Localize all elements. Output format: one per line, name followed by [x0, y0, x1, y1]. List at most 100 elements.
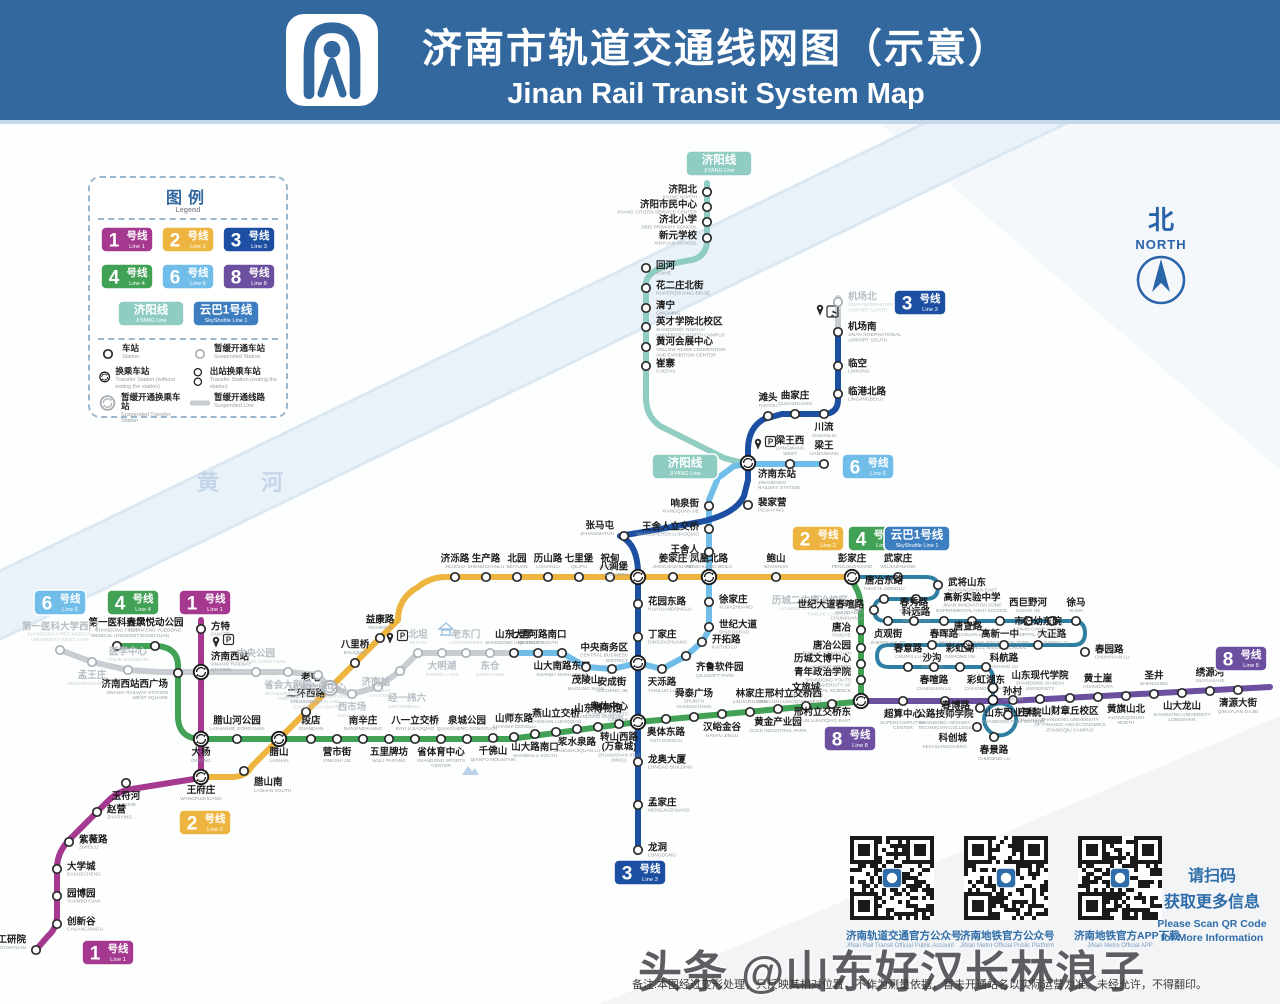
- svg-text:云巴1号线: 云巴1号线: [199, 303, 252, 317]
- svg-text:XUMA: XUMA: [1069, 608, 1084, 614]
- svg-text:MAOLING SHAN: MAOLING SHAN: [568, 686, 605, 692]
- svg-text:QILIPU: QILIPU: [571, 564, 587, 570]
- svg-text:4: 4: [115, 594, 126, 615]
- svg-text:川流: 川流: [813, 421, 834, 433]
- svg-text:SHANDONG XIANDAI: SHANDONG XIANDAI: [1016, 681, 1064, 687]
- qr-caption-zh: 济南轨道交通官方公众号: [846, 930, 962, 942]
- header-strip: [0, 120, 1280, 124]
- svg-text:JIBEI PRIMARY SCHOOL: JIBEI PRIMARY SCHOOL: [641, 225, 697, 231]
- svg-text:青年政治学院: 青年政治学院: [794, 666, 852, 678]
- svg-text:BAYI LIJIAOQIAO: BAYI LIJIAOQIAO: [396, 726, 435, 732]
- station-label: 工研院GONGYANYUAN: [0, 934, 27, 951]
- svg-text:TANGYE: TANGYE: [832, 633, 851, 639]
- svg-text:XISHICHANG: XISHICHANG: [337, 713, 367, 719]
- svg-text:孙村: 孙村: [1003, 685, 1023, 697]
- svg-text:科创城: 科创城: [938, 732, 967, 744]
- svg-text:舜泰广场: 舜泰广场: [675, 687, 714, 699]
- svg-text:Line 6: Line 6: [870, 471, 886, 477]
- svg-text:中央公园: 中央公园: [237, 648, 275, 660]
- svg-text:YIXUE ZHONGXIN: YIXUE ZHONGXIN: [107, 657, 149, 663]
- svg-text:唐宣路: 唐宣路: [954, 621, 983, 633]
- scan-zh-2: 获取更多信息: [1163, 894, 1260, 911]
- svg-text:SHANDONG POLYTECHNIC: SHANDONG POLYTECHNIC: [982, 719, 1045, 725]
- svg-text:春晖路: 春晖路: [929, 628, 959, 640]
- svg-text:科远路: 科远路: [902, 606, 931, 618]
- metro-line-sky: [850, 575, 1087, 707]
- svg-text:THEATRE: THEATRE: [277, 696, 299, 702]
- svg-text:安成街: 安成街: [598, 676, 627, 688]
- svg-text:春喧路: 春喧路: [919, 674, 949, 686]
- pbox-icon: P: [764, 435, 777, 448]
- airport-icon: [826, 305, 839, 318]
- svg-text:号线: 号线: [188, 266, 209, 279]
- svg-text:庄科: 庄科: [1018, 706, 1038, 718]
- legend-divider: [98, 338, 278, 340]
- svg-text:SHENGCHANLU: SHENGCHANLU: [468, 564, 505, 570]
- pin-icon: [212, 636, 220, 648]
- svg-text:千佛山: 千佛山: [479, 745, 508, 757]
- svg-text:JIYANG Line: JIYANG Line: [669, 471, 700, 477]
- svg-text:山大南路东口: 山大南路东口: [533, 660, 590, 672]
- svg-text:XINGCUN LIJIAOQIAO EAST: XINGCUN LIJIAOQIAO EAST: [787, 718, 851, 724]
- svg-text:CHUNXUAN LU: CHUNXUAN LU: [917, 686, 952, 692]
- svg-text:济北小学: 济北小学: [659, 213, 698, 225]
- svg-text:五里牌坊: 五里牌坊: [370, 746, 409, 758]
- qr-caption-zh: 济南地铁官方公众号: [960, 930, 1055, 942]
- svg-text:经一纬六: 经一纬六: [388, 692, 427, 704]
- svg-text:TECHNICIAN COLLEGE: TECHNICIAN COLLEGE: [918, 725, 971, 731]
- svg-text:花二庄北街: 花二庄北街: [656, 279, 704, 291]
- svg-text:号线: 号线: [249, 229, 270, 242]
- svg-text:LASHAN: LASHAN: [269, 758, 289, 764]
- svg-text:XIUYUAN HE: XIUYUAN HE: [1195, 678, 1224, 684]
- svg-text:武将山东: 武将山东: [948, 576, 987, 588]
- svg-text:BAOSHAN: BAOSHAN: [764, 564, 788, 570]
- svg-text:老东门: 老东门: [451, 629, 481, 641]
- svg-text:Line 3: Line 3: [642, 877, 658, 883]
- svg-text:GONGYUAN: GONGYUAN: [141, 633, 170, 639]
- svg-text:SHANDA NANLU EAST: SHANDA NANLU EAST: [536, 672, 587, 678]
- svg-text:ZHUANGKE: ZHUANGKE: [1018, 718, 1045, 724]
- svg-text:(万象城): (万象城): [602, 741, 637, 753]
- bg-wash-se: [600, 716, 1280, 1004]
- svg-text:梁王: 梁王: [813, 440, 834, 452]
- svg-text:1: 1: [90, 944, 101, 965]
- svg-text:MENGWANGZHUANG: MENGWANGZHUANG: [67, 681, 117, 687]
- svg-text:WENLVCHENG: WENLVCHENG: [789, 693, 823, 699]
- svg-text:DAMING LAKE: DAMING LAKE: [426, 672, 459, 678]
